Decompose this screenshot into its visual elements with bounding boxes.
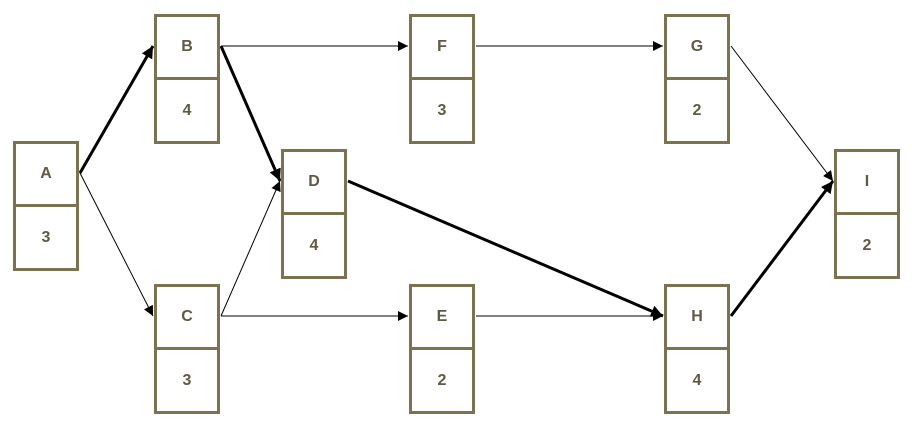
node-name: H — [667, 287, 727, 350]
node-name: A — [16, 144, 76, 207]
node-duration: 3 — [182, 372, 192, 389]
node-B: B 4 — [154, 14, 220, 144]
edge-D-H — [347, 179, 664, 318]
node-C: C 3 — [154, 284, 220, 414]
edge-G-I — [730, 45, 834, 182]
node-name: E — [412, 287, 472, 350]
edge-C-D — [220, 180, 281, 317]
node-duration: 2 — [437, 372, 447, 389]
node-name: B — [157, 17, 217, 80]
node-duration: 3 — [437, 102, 447, 119]
edge-A-C — [79, 172, 154, 317]
node-duration: 2 — [862, 237, 872, 254]
node-G: G 2 — [664, 14, 730, 144]
node-duration: 4 — [692, 372, 702, 389]
node-name: F — [412, 17, 472, 80]
node-D: D 4 — [281, 149, 347, 279]
node-name: I — [837, 152, 897, 215]
node-duration: 4 — [309, 237, 319, 254]
node-F: F 3 — [409, 14, 475, 144]
edge-A-B — [78, 45, 155, 174]
node-duration: 3 — [41, 229, 51, 246]
node-E: E 2 — [409, 284, 475, 414]
node-duration: 2 — [692, 102, 702, 119]
edge-B-D — [219, 45, 282, 182]
node-duration: 4 — [182, 102, 192, 119]
node-name: C — [157, 287, 217, 350]
node-H: H 4 — [664, 284, 730, 414]
node-I: I 2 — [834, 149, 900, 279]
node-name: D — [284, 152, 344, 215]
edge-H-I — [729, 180, 835, 317]
node-name: G — [667, 17, 727, 80]
node-A: A 3 — [13, 141, 79, 271]
